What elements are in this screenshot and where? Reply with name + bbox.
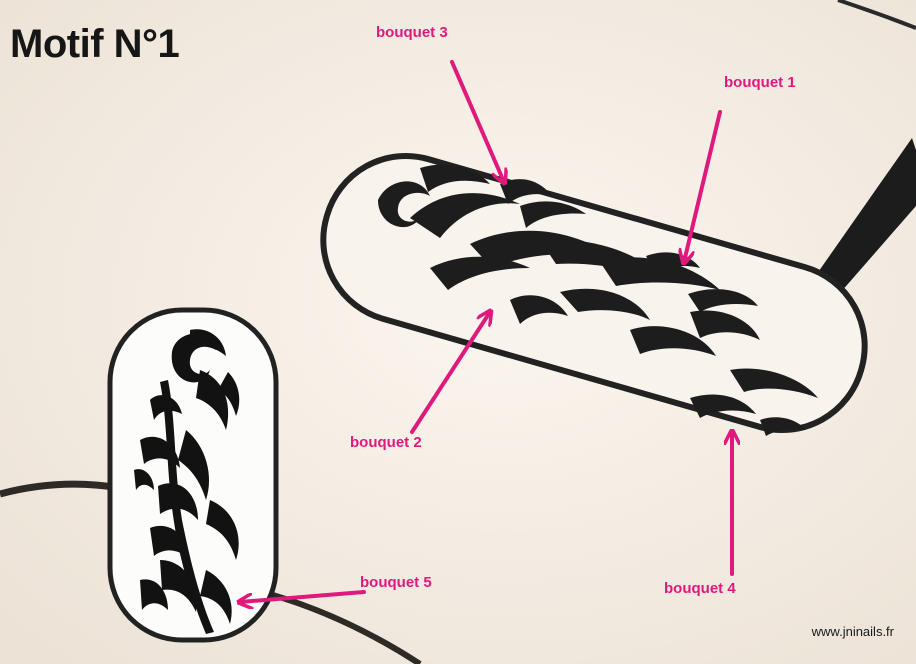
label-bouquet-5: bouquet 5 xyxy=(360,574,432,591)
label-bouquet-1: bouquet 1 xyxy=(724,74,796,91)
label-bouquet-3: bouquet 3 xyxy=(376,24,448,41)
website-credit: www.jninails.fr xyxy=(812,624,894,639)
label-bouquet-4: bouquet 4 xyxy=(664,580,736,597)
page-title: Motif N°1 xyxy=(10,22,179,67)
label-bouquet-2: bouquet 2 xyxy=(350,434,422,451)
